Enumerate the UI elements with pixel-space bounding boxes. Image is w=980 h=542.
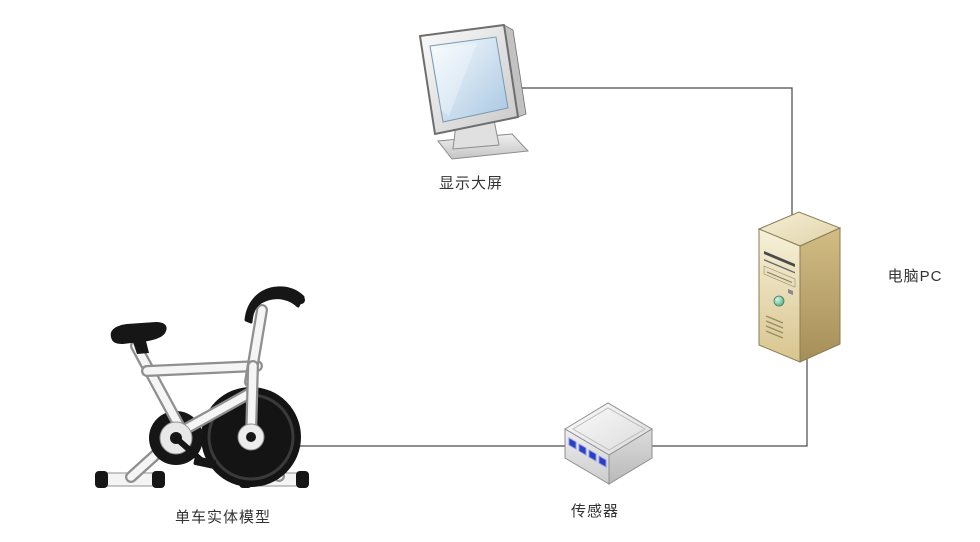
connector-monitor-pc [514,87,793,215]
pedal [173,435,217,469]
vent-grille [765,315,784,339]
pc-tower-icon [757,211,842,363]
sensor-label: 传感器 [570,503,619,520]
pc-front-face [758,228,801,363]
led-3 [588,449,597,462]
drive-bay-line [766,271,793,283]
eject-button [788,289,793,295]
pc-label: 电脑PC [887,268,943,285]
led-1 [568,437,577,450]
power-button [773,295,785,307]
floppy-slot [764,251,795,267]
screen-glare [433,43,477,116]
sensor-icon [564,402,653,485]
bike-handlebar [244,286,305,324]
connector-pc-sensor [650,350,808,447]
cd-slot [764,259,795,274]
monitor-icon [419,24,530,160]
bike-frame [130,304,268,443]
drive-bay [763,265,796,288]
led-4 [598,455,607,468]
sensor-side-face [608,428,653,485]
pc-side-face [799,227,841,363]
sensor-leds [568,437,607,468]
bike-icon [95,286,309,488]
monitor-label: 显示大屏 [438,175,503,192]
flywheel-hub-center [246,432,256,442]
monitor-screen [429,36,509,123]
bike-label: 单车实体模型 [174,509,271,526]
led-2 [578,443,587,456]
sensor-lid-line [572,407,647,451]
bike-seat [110,322,167,354]
